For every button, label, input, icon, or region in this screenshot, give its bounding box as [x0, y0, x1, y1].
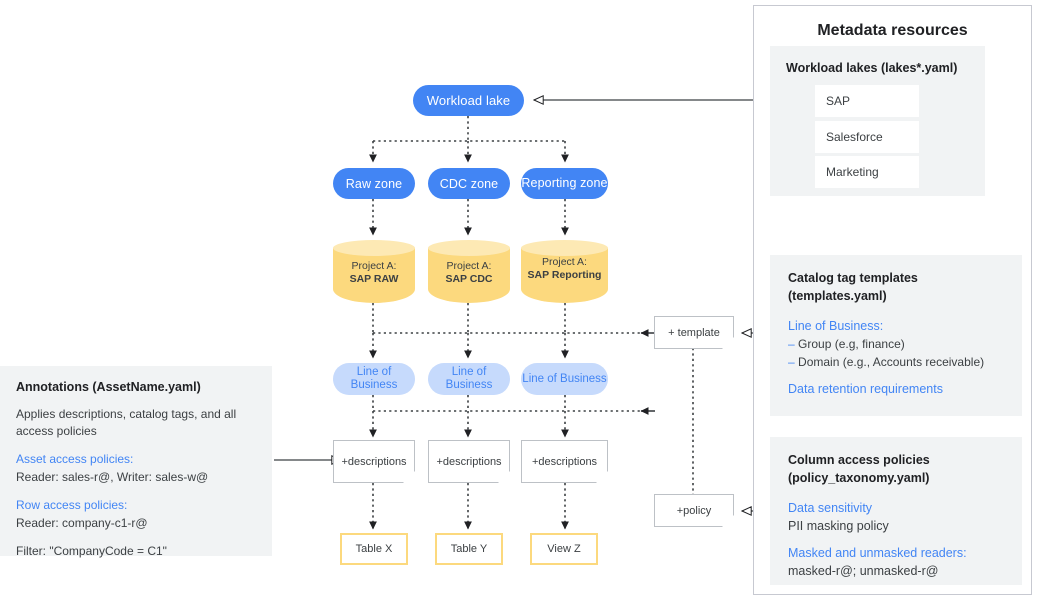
spacer	[788, 371, 1004, 380]
metadata-panel-title: Metadata resources	[817, 22, 968, 39]
asset-access-policies-label: Asset access policies:	[16, 452, 134, 466]
note-descriptions-reporting[interactable]: +descriptions	[521, 440, 608, 483]
note-template[interactable]: + template	[654, 316, 734, 349]
node-reporting-zone-label: Reporting zone	[521, 176, 608, 190]
lob-label: Line of Business	[350, 366, 398, 391]
lob-label: Line of Business	[445, 366, 493, 391]
node-line-of-business-raw[interactable]: Line of Business	[333, 363, 415, 395]
note-descriptions-raw[interactable]: +descriptions	[333, 440, 415, 483]
note-descriptions-label: +descriptions	[531, 455, 598, 468]
node-reporting-zone[interactable]: Reporting zone	[521, 168, 608, 199]
catalog-templates-title-line2: (templates.yaml)	[788, 289, 887, 303]
bullet-dash-icon: –	[788, 337, 795, 351]
node-table-y[interactable]: Table Y	[435, 533, 503, 565]
node-line-of-business-reporting[interactable]: Line of Business	[521, 363, 608, 395]
spacer	[788, 305, 1004, 317]
cylinder-body	[333, 248, 415, 303]
spacer	[788, 487, 1004, 499]
catalog-bullet-group: – Group (e.g, finance)	[788, 335, 1004, 353]
row-access-policies-value: Reader: company-c1-r@	[16, 516, 148, 530]
annotations-title: Annotations (AssetName.yaml)	[16, 380, 201, 394]
folded-corner-icon	[722, 515, 734, 527]
workload-lakes-title: Workload lakes (lakes*.yaml)	[786, 61, 958, 75]
node-workload-lake[interactable]: Workload lake	[413, 85, 524, 116]
node-dataset-sap-reporting[interactable]: Project A: SAP Reporting	[521, 240, 608, 303]
folded-corner-icon	[498, 471, 510, 483]
catalog-templates-title-line1: Catalog tag templates	[788, 271, 918, 285]
node-dataset-sap-raw[interactable]: Project A: SAP RAW	[333, 240, 415, 303]
cylinder-top	[521, 240, 608, 256]
annotations-filter: Filter: "CompanyCode = C1"	[16, 544, 167, 558]
asset-access-policies-value: Reader: sales-r@, Writer: sales-w@	[16, 470, 209, 484]
folded-corner-icon	[722, 337, 734, 349]
note-policy-label: +policy	[676, 504, 712, 517]
data-retention-label: Data retention requirements	[788, 382, 943, 396]
node-table-x[interactable]: Table X	[340, 533, 408, 565]
annotations-intro: Applies descriptions, catalog tags, and …	[16, 407, 237, 438]
cylinder-body	[428, 248, 510, 303]
dataset-name-label: SAP RAW	[349, 273, 399, 285]
lake-item-salesforce[interactable]: Salesforce	[815, 121, 919, 153]
lake-item-label: Salesforce	[826, 130, 883, 144]
node-raw-zone-label: Raw zone	[345, 176, 403, 191]
data-sensitivity-value: PII masking policy	[788, 519, 889, 533]
node-view-z[interactable]: View Z	[530, 533, 598, 565]
row-access-policies-label: Row access policies:	[16, 498, 128, 512]
dataset-project-label: Project A:	[542, 256, 587, 268]
node-line-of-business-cdc[interactable]: Line of Business	[428, 363, 510, 395]
note-policy[interactable]: +policy	[654, 494, 734, 527]
folded-corner-icon	[596, 471, 608, 483]
line-of-business-label: Line of Business:	[788, 319, 884, 333]
lake-item-marketing[interactable]: Marketing	[815, 156, 919, 188]
node-cdc-zone[interactable]: CDC zone	[428, 168, 510, 199]
dataset-project-label: Project A:	[351, 260, 397, 272]
column-access-policies-box: Column access policies (policy_taxonomy.…	[770, 437, 1022, 585]
asset-label: Table Y	[450, 543, 488, 555]
spacer	[788, 535, 1004, 544]
node-raw-zone[interactable]: Raw zone	[333, 168, 415, 199]
masked-readers-value: masked-r@; unmasked-r@	[788, 564, 939, 578]
asset-label: View Z	[547, 543, 581, 555]
bullet-dash-icon: –	[788, 355, 795, 369]
catalog-tag-templates-box: Catalog tag templates (templates.yaml) L…	[770, 255, 1022, 416]
dataset-project-label: Project A:	[446, 260, 492, 272]
folded-corner-icon	[403, 471, 415, 483]
note-descriptions-label: +descriptions	[341, 455, 407, 468]
cylinder-top	[428, 240, 510, 256]
lake-item-label: Marketing	[826, 165, 879, 179]
masked-readers-label: Masked and unmasked readers:	[788, 546, 967, 560]
cylinder-top	[333, 240, 415, 256]
catalog-bullet-domain: – Domain (e.g., Accounts receivable)	[788, 353, 1004, 371]
cylinder-body	[521, 248, 608, 303]
dataset-name-label: SAP CDC	[445, 273, 493, 285]
bullet-text: Domain (e.g., Accounts receivable)	[798, 355, 985, 369]
column-policies-title-line1: Column access policies	[788, 453, 930, 467]
note-descriptions-cdc[interactable]: +descriptions	[428, 440, 510, 483]
note-descriptions-label: +descriptions	[436, 455, 502, 468]
node-dataset-sap-cdc[interactable]: Project A: SAP CDC	[428, 240, 510, 303]
node-cdc-zone-label: CDC zone	[439, 176, 499, 191]
asset-label: Table X	[355, 543, 393, 555]
lake-item-sap[interactable]: SAP	[815, 85, 919, 117]
bullet-text: Group (e.g, finance)	[798, 337, 905, 351]
column-policies-title-line2: (policy_taxonomy.yaml)	[788, 471, 930, 485]
dataset-name-label: SAP Reporting	[527, 269, 602, 281]
lob-label: Line of Business	[522, 372, 607, 385]
lake-item-label: SAP	[826, 94, 851, 108]
annotations-panel: Annotations (AssetName.yaml) Applies des…	[0, 366, 272, 558]
data-sensitivity-label: Data sensitivity	[788, 501, 873, 515]
node-workload-lake-label: Workload lake	[426, 92, 511, 108]
note-template-label: + template	[668, 326, 720, 339]
